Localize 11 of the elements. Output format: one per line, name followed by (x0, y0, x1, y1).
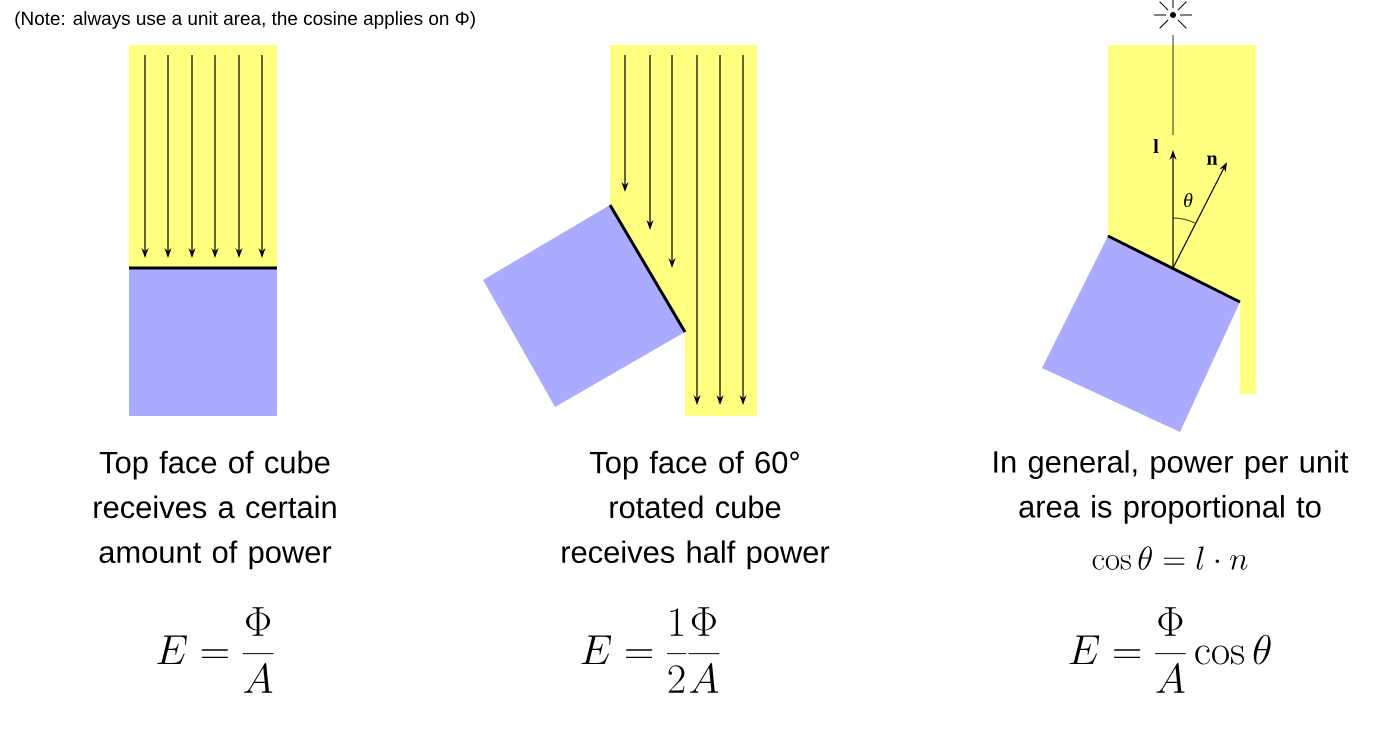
caption: Top face of 60° rotated cube receives half power (562, 450, 830, 570)
formula: $E = \frac{\Phi}{A}\cos\theta$ (1069, 607, 1271, 693)
formula: $E = \frac{\Phi}{A}$ (157, 607, 274, 693)
formula: $\cos\theta = l \cdot n$ (1092, 546, 1248, 570)
vector-label: l (1153, 139, 1159, 153)
caption: Top face of cube receives a certain amount of power (94, 450, 336, 570)
formula: $E = \frac{1}{2}\frac{\Phi}{A}$ (581, 607, 720, 693)
caption: In general, power per unit area is proportional to (994, 450, 1349, 524)
angle-label: θ (1184, 192, 1193, 208)
note-text: (Note: always use a unit area, the cosine applies on Φ) (15, 11, 475, 29)
vector-label: n (1207, 155, 1218, 165)
